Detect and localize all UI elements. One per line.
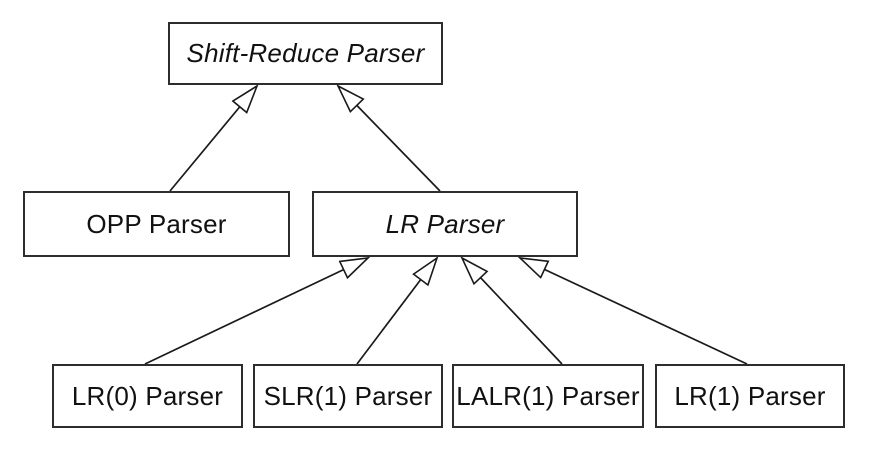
node-slr1-parser: SLR(1) Parser (253, 364, 443, 428)
node-lr1-parser: LR(1) Parser (655, 364, 845, 428)
edge-lr0-to-lr (144, 258, 368, 365)
edge-slr1-to-lr (356, 258, 437, 365)
node-lr0-parser: LR(0) Parser (52, 364, 243, 428)
edge-lr1-to-lr (520, 258, 748, 365)
node-opp-parser: OPP Parser (23, 191, 290, 257)
node-lalr1-parser: LALR(1) Parser (452, 364, 644, 428)
node-shift-reduce-parser: Shift-Reduce Parser (168, 22, 443, 85)
edge-lr-to-shift-reduce (338, 86, 441, 192)
edge-lalr1-to-lr (462, 258, 563, 365)
node-lr-parser: LR Parser (312, 191, 578, 257)
edge-opp-to-shift-reduce (169, 86, 257, 192)
